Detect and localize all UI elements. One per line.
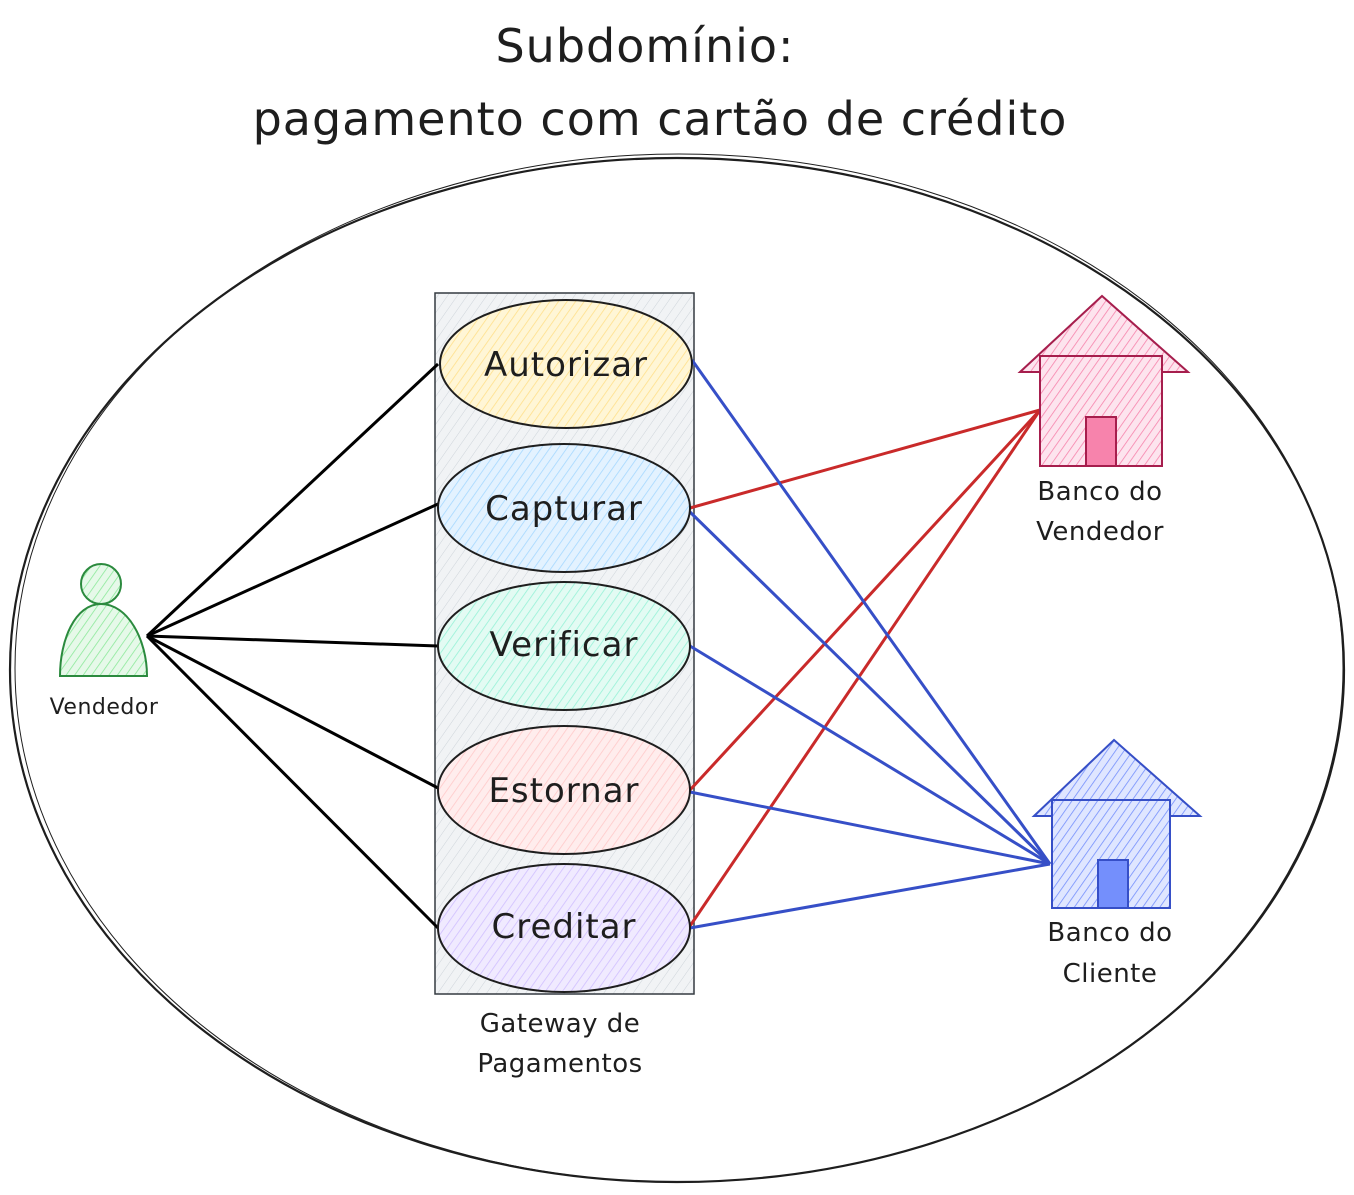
use-case-creditar-shape [437,863,691,993]
gateway-label-line-2: Pagamentos [477,1049,642,1079]
actor-label: Vendedor [50,695,159,720]
link-actor-autorizar [145,362,440,638]
connection-lines [145,359,1052,930]
bank-vendedor-label-line-1: Banco do [1037,477,1162,507]
use-case-verificar[interactable]: Verificar [437,581,691,711]
use-case-estornar-shape [437,725,691,855]
actor-body-icon [58,602,149,677]
bank-cliente-door-icon [1097,859,1129,909]
use-case-creditar-label: Creditar [491,907,636,947]
use-case-estornar[interactable]: Estornar [437,725,691,855]
use-case-estornar-label: Estornar [488,771,639,811]
gateway-label-line-1: Gateway de [480,1009,641,1039]
link-autorizar-banco-cliente [690,359,1052,865]
use-case-verificar-shape [437,581,691,711]
use-case-capturar-shape [437,443,691,573]
use-case-creditar[interactable]: Creditar [437,863,691,993]
link-actor-estornar [146,634,439,790]
use-case-autorizar-label: Autorizar [484,345,648,385]
use-case-verificar-label: Verificar [490,625,639,665]
actor-vendedor[interactable]: Vendedor [50,563,159,720]
bank-vendedor[interactable]: Banco do Vendedor [1017,294,1191,547]
link-estornar-banco-cliente [689,790,1051,866]
use-case-autorizar[interactable]: Autorizar [439,299,693,429]
use-case-capturar[interactable]: Capturar [437,443,691,573]
title-line-1: Subdomínio: [495,19,794,73]
link-actor-capturar [146,502,439,638]
actor-head-icon [80,563,122,605]
link-capturar-banco-vendedor [689,408,1041,510]
link-actor-creditar [145,634,440,930]
link-actor-verificar [146,634,439,648]
bank-vendedor-door-icon [1085,416,1117,467]
link-creditar-banco-vendedor [688,409,1042,927]
link-creditar-banco-cliente [689,862,1051,930]
bank-cliente[interactable]: Banco do Cliente [1031,738,1203,989]
bank-cliente-label-line-2: Cliente [1063,959,1158,989]
use-case-capturar-label: Capturar [485,489,643,529]
bank-vendedor-label-line-2: Vendedor [1036,517,1164,547]
link-estornar-banco-vendedor [688,408,1042,792]
subdomain-boundary-sketch [14,153,1344,1183]
bank-cliente-label-line-1: Banco do [1047,918,1172,948]
use-case-autorizar-shape [439,299,693,429]
link-capturar-banco-cliente [688,510,1052,866]
link-verificar-banco-cliente [689,644,1051,866]
title-line-2: pagamento com cartão de crédito [253,92,1068,146]
